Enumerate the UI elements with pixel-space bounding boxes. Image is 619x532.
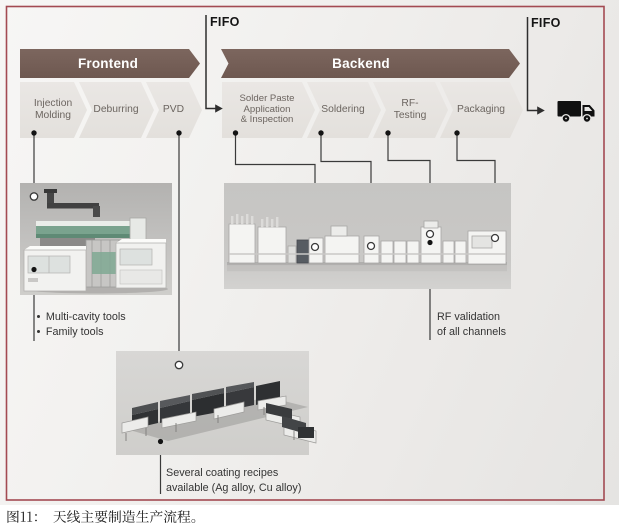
rf-validation-note: RF validation of all channels (437, 311, 507, 338)
caption-glyphs (7, 510, 196, 523)
fifo-label-shipping: FIFO (531, 16, 561, 30)
slide-red-border (5, 5, 605, 501)
coating-note: Several coating recipes available (Ag al… (166, 467, 302, 494)
truck-icon (557, 101, 595, 124)
stage-banner-backend: Backend (332, 55, 390, 71)
coating-line-image (116, 351, 317, 455)
injection-note-item: Family tools (37, 324, 126, 339)
step-packaging: Packaging (456, 104, 506, 116)
step-injection-molding: Injection Molding (33, 98, 73, 121)
fifo-label-frontend: FIFO (210, 15, 240, 29)
injection-note-item: Multi-cavity tools (37, 309, 126, 324)
backend-line-image (224, 183, 511, 289)
connector-dot-markers (31, 130, 460, 445)
stage-banner-shapes (20, 49, 520, 78)
step-pvd: PVD (162, 104, 185, 116)
injection-machine-image (20, 183, 172, 295)
bullet-icon (37, 329, 41, 334)
stage-banner-frontend: Frontend (77, 55, 139, 71)
step-soldering: Soldering (321, 104, 365, 116)
step-rf-testing: RF- Testing (393, 98, 427, 121)
fifo-arrow-heads (215, 104, 545, 115)
bullet-icon (37, 314, 41, 319)
process-step-shapes (20, 82, 523, 138)
step-solder-paste: Solder Paste Application & Inspection (239, 92, 295, 126)
injection-note-text: Multi-cavity tools (45, 310, 126, 323)
injection-notes: Multi-cavity tools Family tools (37, 309, 126, 339)
fifo-arrow-lines (205, 15, 538, 112)
step-deburring: Deburring (93, 104, 139, 116)
machine-ring-markers (29, 192, 500, 370)
injection-note-text: Family tools (45, 325, 104, 338)
figure-caption: 图11：天线主要制造生产流程。 (6, 508, 326, 528)
